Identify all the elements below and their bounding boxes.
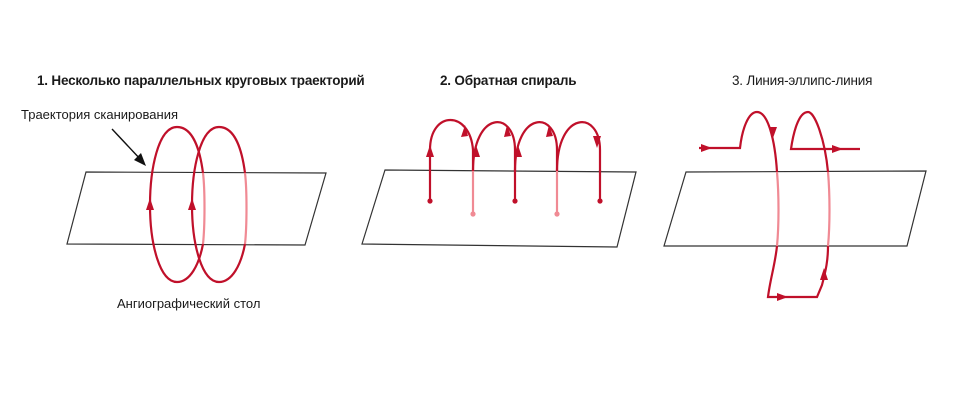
- reverse-spiral-arcs: [428, 119, 602, 172]
- angiography-table: [663, 170, 927, 247]
- panel-1: [66, 125, 327, 284]
- scan-ellipse-1: [146, 125, 206, 284]
- direction-arrow-icon: [188, 198, 196, 210]
- spiral-stems: [427, 170, 603, 217]
- arrow-pointer-icon: [111, 128, 146, 166]
- line-ellipse-line-path: [699, 110, 860, 299]
- scan-ellipse-2: [188, 125, 248, 284]
- panel-1-title: 1. Несколько параллельных круговых траек…: [37, 73, 365, 88]
- panel-3-title: 3. Линия-эллипс-линия: [732, 73, 873, 88]
- direction-arrow-icon: [426, 125, 601, 157]
- angiography-table: [66, 171, 327, 246]
- panel-2-title: 2. Обратная спираль: [440, 73, 577, 88]
- panel-3: [663, 110, 927, 301]
- trajectory-label: Траектория сканирования: [21, 107, 178, 122]
- direction-arrow-icon: [146, 198, 154, 210]
- direction-arrow-icon: [701, 127, 843, 301]
- angiography-table: [361, 169, 637, 248]
- panel-2: [361, 119, 637, 248]
- table-label: Ангиографический стол: [117, 296, 261, 311]
